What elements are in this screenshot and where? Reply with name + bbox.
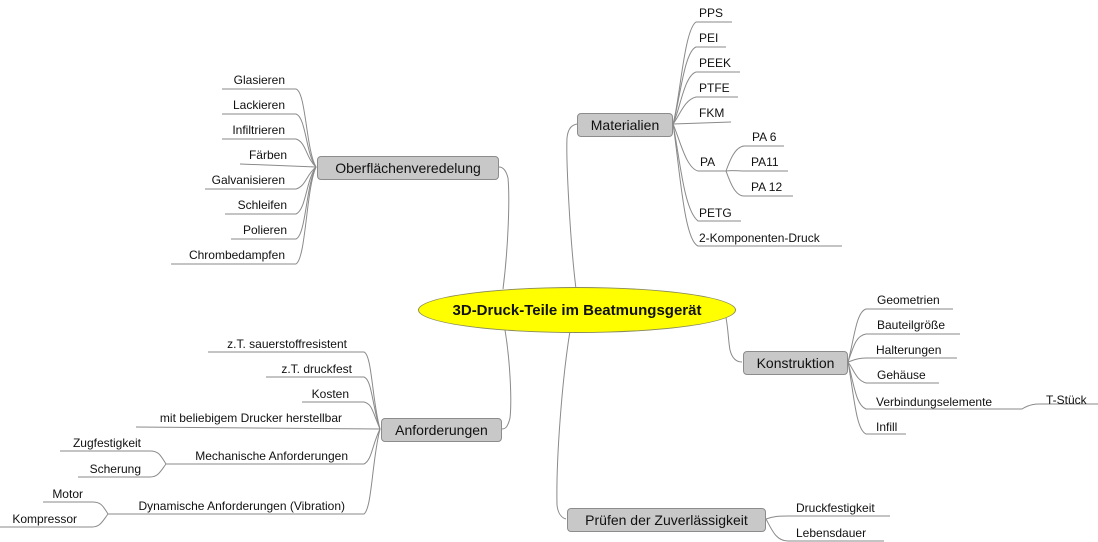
leaf-peek[interactable]: PEEK bbox=[699, 56, 732, 70]
link-central-oberflaeche bbox=[498, 166, 510, 290]
leaf-pa12[interactable]: PA 12 bbox=[751, 180, 783, 194]
leaf-zugfestigkeit[interactable]: Zugfestigkeit bbox=[72, 436, 141, 450]
leaf-ptfe[interactable]: PTFE bbox=[699, 81, 730, 95]
topic-label: Materialien bbox=[590, 117, 660, 133]
topic-oberflaechenveredelung[interactable]: Oberflächenveredelung bbox=[317, 156, 499, 180]
leaf-dynamische-anforderungen[interactable]: Dynamische Anforderungen (Vibration) bbox=[138, 499, 345, 513]
leaf-geometrien[interactable]: Geometrien bbox=[877, 293, 940, 307]
leaf-fkm[interactable]: FKM bbox=[699, 106, 725, 120]
link-central-anforderungen bbox=[501, 329, 512, 430]
topic-materialien[interactable]: Materialien bbox=[577, 113, 673, 137]
leaf-halterungen[interactable]: Halterungen bbox=[876, 343, 942, 357]
topic-label: Konstruktion bbox=[756, 355, 835, 371]
topic-anforderungen[interactable]: Anforderungen bbox=[381, 418, 502, 442]
topic-label: Anforderungen bbox=[395, 422, 488, 438]
central-topic-label: 3D-Druck-Teile im Beatmungsgerät bbox=[452, 301, 702, 319]
topic-label: Oberflächenveredelung bbox=[335, 160, 481, 176]
leaf-pps[interactable]: PPS bbox=[699, 6, 724, 20]
leaf-verbindungselemente[interactable]: Verbindungselemente bbox=[876, 395, 993, 409]
leaf-petg[interactable]: PETG bbox=[699, 206, 732, 220]
leaf-chrombedampfen[interactable]: Chrombedampfen bbox=[188, 248, 285, 262]
leaf-infiltrieren[interactable]: Infiltrieren bbox=[232, 123, 285, 137]
leaf-bauteilgroesse[interactable]: Bauteilgröße bbox=[877, 318, 946, 332]
central-topic[interactable]: 3D-Druck-Teile im Beatmungsgerät bbox=[418, 287, 736, 333]
leaf-mechanische-anforderungen[interactable]: Mechanische Anforderungen bbox=[195, 449, 348, 463]
link-central-konstruktion bbox=[723, 309, 743, 363]
leaf-motor[interactable]: Motor bbox=[52, 487, 83, 501]
leaf-infill[interactable]: Infill bbox=[876, 420, 898, 434]
leaf-kosten[interactable]: Kosten bbox=[311, 387, 349, 401]
topic-label: Prüfen der Zuverlässigkeit bbox=[585, 512, 748, 528]
leaf-pa6[interactable]: PA 6 bbox=[752, 130, 777, 144]
leaf-gehaeuse[interactable]: Gehäuse bbox=[877, 368, 926, 382]
leaf-pa11[interactable]: PA11 bbox=[751, 155, 779, 169]
leaf-lebensdauer[interactable]: Lebensdauer bbox=[796, 526, 867, 540]
leaf-scherung[interactable]: Scherung bbox=[89, 462, 141, 476]
leaf-t-stueck[interactable]: T-Stück bbox=[1046, 393, 1087, 407]
leaf-faerben[interactable]: Färben bbox=[248, 148, 287, 162]
leaf-lackieren[interactable]: Lackieren bbox=[232, 98, 285, 112]
topic-pruefen[interactable]: Prüfen der Zuverlässigkeit bbox=[567, 508, 766, 532]
leaf-beliebiger-drucker[interactable]: mit beliebigem Drucker herstellbar bbox=[159, 411, 342, 425]
leaf-druckfestigkeit[interactable]: Druckfestigkeit bbox=[796, 501, 875, 515]
leaf-sauerstoffresistent[interactable]: z.T. sauerstoffresistent bbox=[227, 337, 347, 351]
leaf-kompressor[interactable]: Kompressor bbox=[12, 512, 77, 526]
leaf-polieren[interactable]: Polieren bbox=[242, 223, 287, 237]
leaf-glasieren[interactable]: Glasieren bbox=[233, 73, 285, 87]
leaf-druckfest[interactable]: z.T. druckfest bbox=[281, 362, 352, 376]
leaf-pei[interactable]: PEI bbox=[699, 31, 719, 45]
leaf-2k-druck[interactable]: 2-Komponenten-Druck bbox=[699, 231, 820, 245]
link-central-pruefen bbox=[556, 330, 571, 520]
leaf-pa[interactable]: PA bbox=[700, 155, 716, 169]
topic-konstruktion[interactable]: Konstruktion bbox=[743, 351, 848, 375]
leaf-schleifen[interactable]: Schleifen bbox=[237, 198, 287, 212]
link-central-materialien bbox=[566, 123, 578, 290]
leaf-galvanisieren[interactable]: Galvanisieren bbox=[211, 173, 285, 187]
